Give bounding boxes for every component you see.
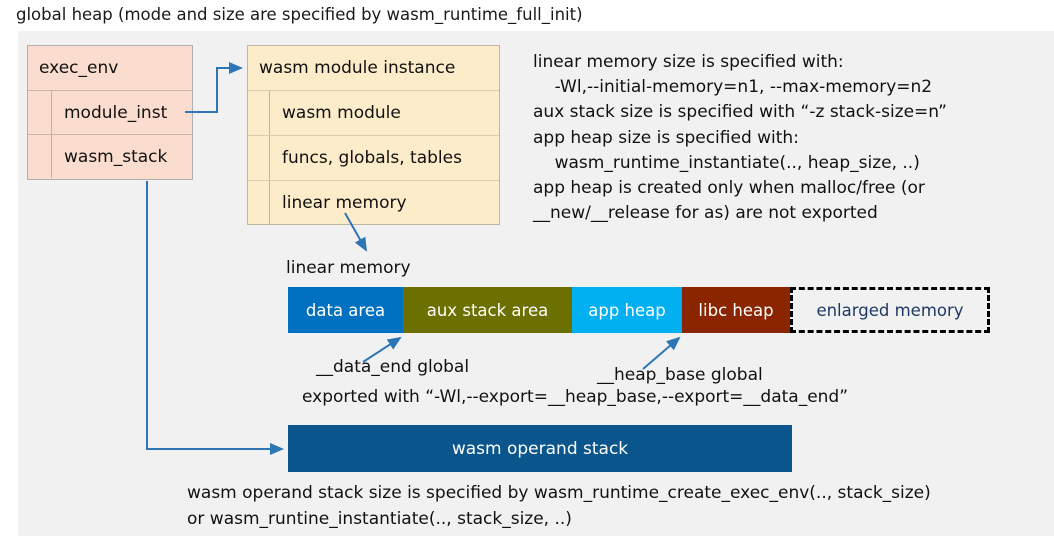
- module-instance-field-wasm-module: wasm module: [248, 91, 499, 136]
- memory-segment-enlarged-memory: enlarged memory: [790, 287, 990, 333]
- exec-env-gutter: [28, 135, 52, 178]
- memory-segment-aux-stack-area: aux stack area: [403, 287, 572, 333]
- annotation-heap-base: __heap_base global: [597, 365, 763, 385]
- annotation-data-end: __data_end global: [316, 357, 470, 377]
- module-instance-header-row: wasm module instance: [248, 46, 499, 91]
- exec-env-field-wasm-stack: wasm_stack: [28, 135, 192, 178]
- wasm-operand-stack-label: wasm operand stack: [451, 438, 629, 459]
- exec-env-field-wasm-stack-label: wasm_stack: [64, 146, 168, 167]
- exec-env-box: exec_env module_inst wasm_stack: [27, 45, 193, 180]
- module-instance-gutter: [248, 136, 270, 180]
- wasm-operand-stack-box: wasm operand stack: [288, 425, 792, 472]
- exec-env-field-module-inst: module_inst: [28, 91, 192, 135]
- module-instance-gutter: [248, 91, 270, 135]
- module-instance-field-funcs-globals-tables: funcs, globals, tables: [248, 136, 499, 181]
- module-instance-header-label: wasm module instance: [259, 58, 456, 78]
- page-title: global heap (mode and size are specified…: [16, 5, 583, 24]
- exec-env-header-row: exec_env: [28, 46, 192, 91]
- memory-segment-app-heap: app heap: [572, 287, 682, 333]
- linear-memory-notes: linear memory size is specified with: -W…: [533, 52, 947, 224]
- memory-segment-libc-heap: libc heap: [682, 287, 790, 333]
- exec-env-field-module-inst-label: module_inst: [64, 102, 168, 123]
- memory-segment-data-area: data area: [288, 287, 403, 333]
- annotation-exported-with: exported with “-Wl,--export=__heap_base,…: [302, 387, 849, 407]
- module-instance-gutter: [248, 181, 270, 225]
- wasm-module-instance-box: wasm module instance wasm module funcs, …: [247, 45, 500, 225]
- wasm-operand-stack-note: wasm operand stack size is specified by …: [187, 483, 931, 529]
- exec-env-header-label: exec_env: [39, 58, 119, 78]
- exec-env-gutter: [28, 91, 52, 134]
- module-instance-field-funcs-globals-tables-label: funcs, globals, tables: [282, 148, 462, 168]
- module-instance-field-wasm-module-label: wasm module: [282, 103, 401, 123]
- module-instance-field-linear-memory-label: linear memory: [282, 193, 407, 213]
- module-instance-field-linear-memory: linear memory: [248, 181, 499, 225]
- linear-memory-bar-label: linear memory: [286, 258, 411, 278]
